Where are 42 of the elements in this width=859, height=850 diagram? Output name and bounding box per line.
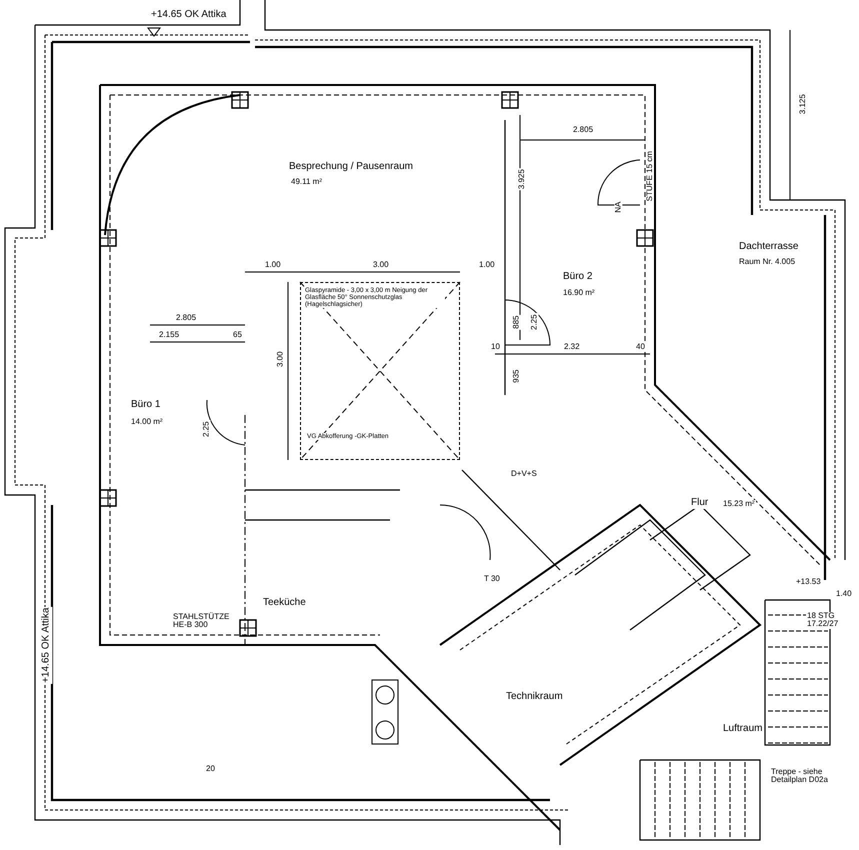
note-text: 18 STG 17.22/27 [806, 612, 838, 629]
room-name: Flur [690, 498, 710, 508]
dimension-text: 2.155 [158, 331, 180, 340]
note-text: T 30 [483, 575, 501, 584]
elevation-label: +13.53 [795, 578, 822, 586]
room-name: Dachterrasse [738, 242, 800, 252]
area-text: 16.90 m² [562, 289, 596, 298]
area-text: 14.00 m² [130, 418, 164, 426]
room-name: Besprechung / Pausenraum [288, 162, 414, 172]
dimension-text: 885 [512, 314, 521, 330]
dashed-outline-box [300, 282, 460, 460]
dimension-text: 2.32 [563, 343, 581, 352]
dimension-text: 3.925 [518, 168, 526, 190]
elevation-label: +14.65 OK Attika [41, 606, 52, 684]
room-name: Luftraum [722, 724, 764, 734]
room-name: Büro 1 [130, 400, 162, 410]
dimension-text: 3.00 [276, 350, 285, 368]
room-name: Teeküche [262, 598, 307, 608]
dimension-text: 2.805 [572, 126, 594, 134]
dimension-text: 1.40 [835, 590, 853, 598]
dimension-text: 2.25 [202, 420, 211, 438]
note-text: STAHLSTÜTZE HE-B 300 [172, 613, 232, 630]
note-text: D+V+S [510, 470, 538, 478]
dimension-text: 935 [512, 368, 521, 384]
dimension-text: 2.25 [530, 313, 539, 331]
room-name: Technikraum [505, 692, 564, 702]
dimension-text: 3.00 [372, 261, 390, 270]
area-text: 15.23 m² [722, 500, 756, 508]
dimension-text: 3.125 [798, 93, 808, 116]
dimension-text: 40 [635, 343, 646, 352]
dimension-text: 10 [490, 343, 501, 352]
dimension-text: 65 [232, 331, 243, 340]
dimension-text: 1.00 [478, 261, 496, 270]
note-text: STUFE 15 cm [646, 150, 654, 202]
dimension-text: 2.805 [175, 314, 198, 322]
dimension-text: 1.00 [264, 261, 282, 270]
room-name: Büro 2 [562, 272, 594, 282]
area-text: 49.11 m² [290, 178, 323, 186]
dimension-text: 20 [205, 765, 216, 774]
room-number-text: Raum Nr. 4.005 [738, 258, 796, 266]
elevation-label: +14.65 OK Attika [150, 10, 228, 20]
note-text: NA [614, 200, 623, 214]
